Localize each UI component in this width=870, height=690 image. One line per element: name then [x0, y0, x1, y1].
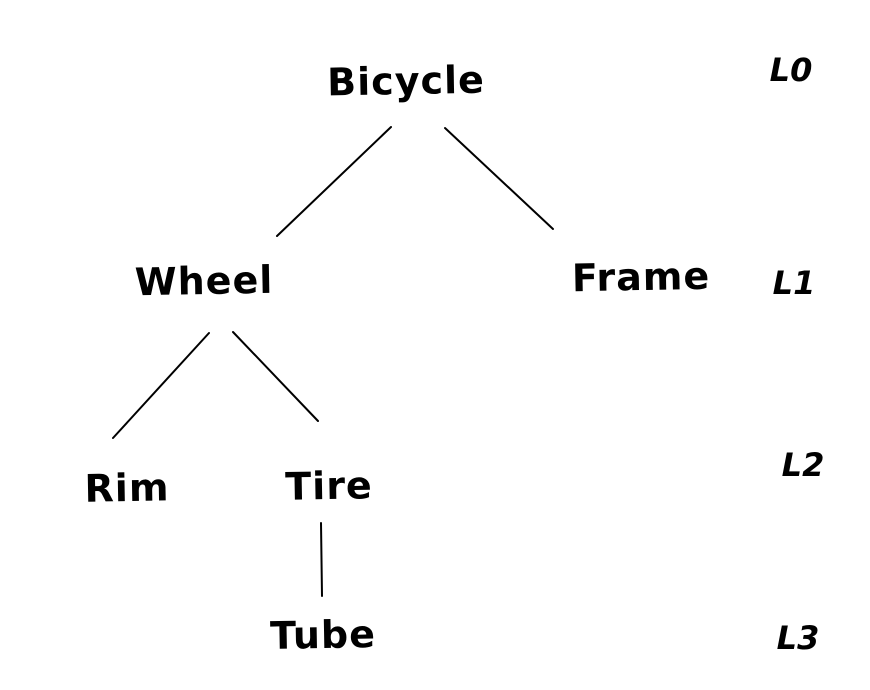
- edge-bicycle-wheel: [276, 126, 392, 237]
- edge-wheel-rim: [112, 332, 210, 439]
- level-label-l2: L2: [781, 446, 825, 484]
- edge-bicycle-frame: [444, 127, 554, 230]
- node-rim: Rim: [84, 465, 170, 511]
- node-frame: Frame: [571, 253, 711, 301]
- node-tube: Tube: [269, 612, 377, 658]
- node-bicycle: Bicycle: [326, 57, 486, 105]
- node-tire: Tire: [284, 463, 374, 509]
- level-label-l0: L0: [769, 51, 813, 89]
- edge-wheel-tire: [232, 331, 319, 422]
- node-wheel: Wheel: [134, 257, 274, 305]
- edge-tire-tube: [320, 522, 323, 597]
- level-label-l1: L1: [772, 264, 816, 302]
- level-label-l3: L3: [776, 619, 820, 657]
